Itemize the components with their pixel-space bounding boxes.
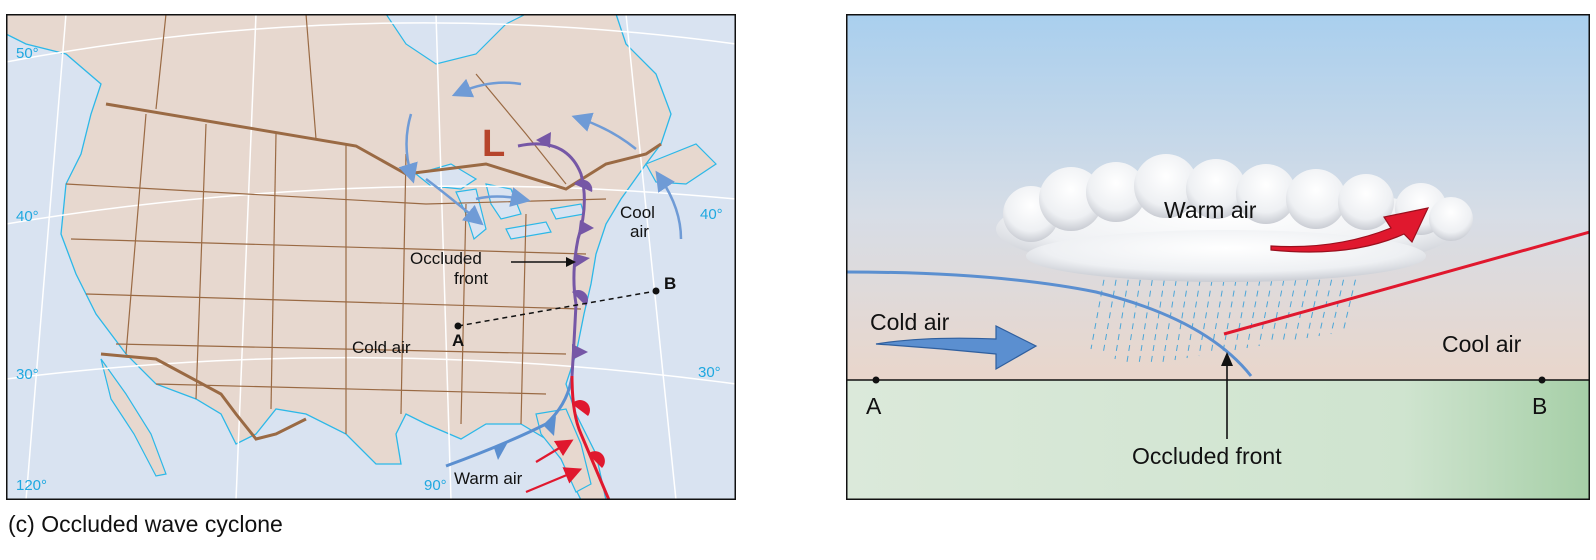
section-frame — [846, 14, 1590, 500]
occluded-front-symbols — [536, 132, 594, 360]
section-label-cold-air: Cold air — [870, 309, 950, 335]
flow-arrow-central — [425, 178, 484, 226]
cross-section-diagram: Warm air Cold air Cool air Occluded fron… — [845, 14, 1591, 500]
warm-front — [570, 375, 611, 500]
hudson-bay-coast — [385, 14, 527, 65]
cold-front — [445, 375, 574, 468]
flow-arrow-north — [451, 78, 522, 98]
cold-front-triangles — [494, 416, 556, 460]
low-pressure-symbol: L — [482, 123, 505, 165]
warm-front-semicircles — [572, 400, 605, 468]
map-label-cool-air-2: air — [630, 222, 649, 241]
baja-peninsula — [100, 358, 167, 477]
lon-label-90: 90° — [424, 477, 447, 494]
lat-label-40-west: 40° — [16, 208, 39, 225]
rain-streaks — [1090, 268, 1359, 365]
map-frame — [6, 14, 736, 500]
figure-caption: (c) Occluded wave cyclone — [8, 511, 283, 537]
warm-air-arrow-2 — [525, 467, 583, 494]
point-b-dot — [652, 287, 660, 295]
section-label-cool-air: Cool air — [1442, 331, 1522, 357]
point-a-dot — [454, 322, 462, 330]
occluded-front-leader-arrowhead — [566, 257, 576, 267]
flow-arrow-east — [475, 187, 531, 207]
flow-arrow-northeast — [571, 112, 637, 150]
section-label-warm-air: Warm air — [1164, 197, 1257, 223]
warm-front-boundary — [1223, 230, 1591, 336]
map-label-point-a: A — [452, 331, 464, 350]
lat-label-30-east: 30° — [698, 364, 721, 381]
occluded-front — [517, 142, 586, 377]
section-label-point-b: B — [1532, 393, 1547, 419]
warm-air-arrow — [1270, 207, 1430, 253]
weather-map: L Cool air Occluded front B Cold air A W… — [6, 14, 736, 500]
point-b-marker — [1538, 376, 1546, 384]
section-label-point-a: A — [866, 393, 882, 419]
flow-arrow-cool-air — [655, 170, 683, 240]
occluded-front-pointer-head — [1221, 352, 1233, 366]
map-label-point-b: B — [664, 274, 676, 293]
map-label-occluded-front-2: front — [454, 269, 488, 288]
map-label-warm-air: Warm air — [454, 469, 523, 488]
us-canada-border — [105, 102, 662, 191]
ground — [846, 380, 1590, 500]
a-b-transect-line — [457, 290, 657, 327]
state-borders — [65, 14, 607, 434]
north-america-land — [6, 14, 672, 500]
warm-air-arrows — [525, 439, 583, 494]
cold-air-arrow — [875, 325, 1038, 371]
lat-label-50-west: 50° — [16, 45, 39, 62]
lat-label-30-west: 30° — [16, 366, 39, 383]
us-mexico-border — [100, 352, 307, 441]
lon-label-120: 120° — [16, 477, 47, 494]
point-a-marker — [872, 376, 880, 384]
warm-air-arrow-1 — [535, 439, 574, 463]
cold-air-boundary — [845, 270, 1253, 377]
airflow-arrows — [398, 78, 683, 240]
storm-cloud — [996, 154, 1473, 282]
flow-arrow-lakes — [398, 113, 418, 184]
lat-label-40-east: 40° — [700, 206, 723, 223]
map-label-cool-air-1: Cool — [620, 203, 655, 222]
map-label-cold-air: Cold air — [352, 338, 411, 357]
section-label-occluded-front: Occluded front — [1132, 443, 1282, 469]
map-label-occluded-front-1: Occluded — [410, 249, 482, 268]
